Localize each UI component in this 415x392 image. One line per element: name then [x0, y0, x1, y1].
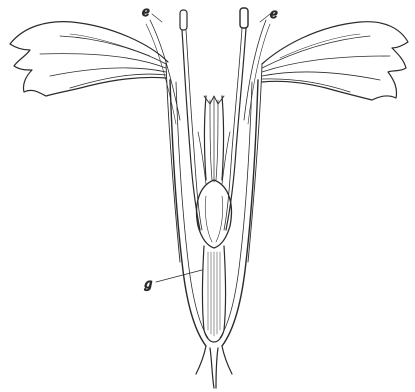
label-leader-right-stamen — [260, 14, 270, 22]
right-stamen — [224, 8, 270, 230]
label-leader-gynophore — [156, 270, 202, 282]
label-gynophore: g — [144, 277, 152, 292]
right-petal — [262, 22, 408, 100]
label-left-stamen: e — [142, 5, 150, 20]
gynophore — [203, 246, 226, 342]
styles — [198, 96, 230, 184]
label-leader-left-stamen — [152, 14, 162, 22]
label-right-stamen: e — [270, 7, 278, 22]
left-petal — [10, 22, 168, 96]
